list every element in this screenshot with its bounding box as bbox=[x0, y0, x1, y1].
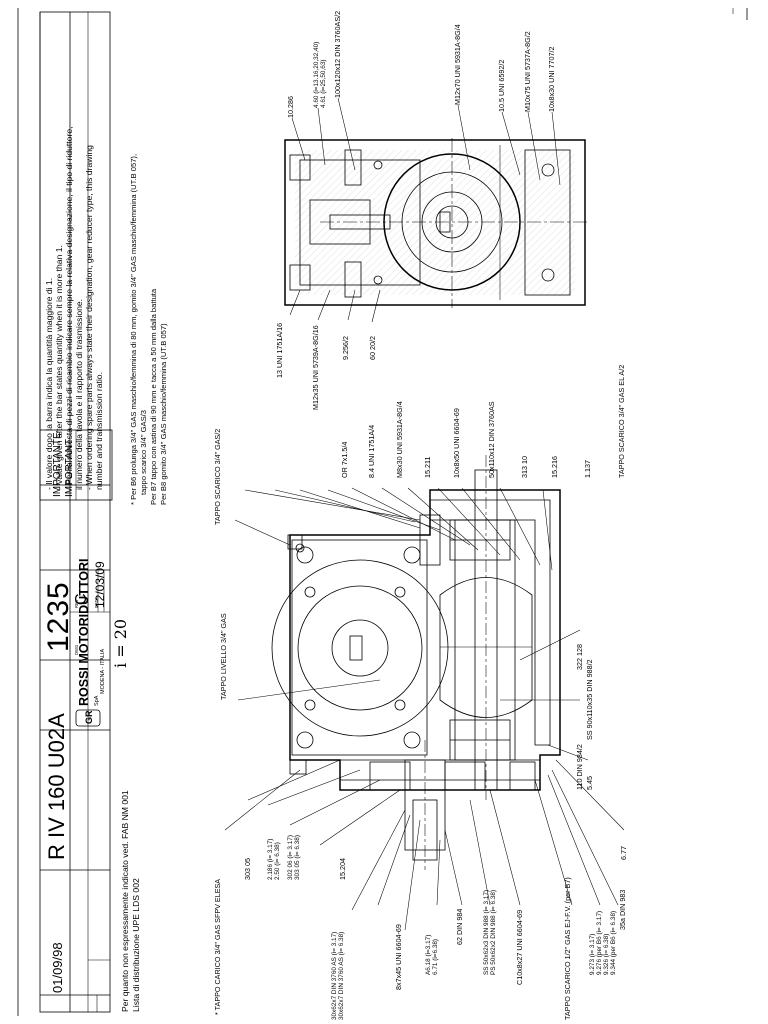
label-tappo-scarico-el: TAPPO SCARICO 3/4" GAS EL A/2 bbox=[617, 365, 626, 478]
label-tappo-livello: TAPPO LIVELLO 3/4" GAS bbox=[219, 613, 228, 700]
rev-field-label: REV bbox=[74, 599, 79, 608]
label-4-60: 4.60 (i=13.16,20,32,40) bbox=[313, 42, 320, 108]
variant-notes: * Per B6 prolunga 3/4" GAS maschio/femmi… bbox=[129, 154, 168, 505]
footer-notes: Per quanto non espressamente indicato ve… bbox=[120, 790, 141, 1012]
label-m8x30: M8x30 UNI 5931A-8G/4 bbox=[395, 401, 404, 478]
side-view-drawing bbox=[284, 138, 590, 308]
label-5-45: 5.45 bbox=[585, 776, 594, 790]
important-line-4: il numero della tavola e il rapporto di … bbox=[74, 299, 84, 490]
label-10x8x30: 10x8x30 UNI 7707/2 bbox=[547, 46, 556, 112]
label-50x110x12: 50x110x12 DIN 3760AS bbox=[487, 401, 496, 478]
label-oil-seal-100: 100x120x12 DIN 3760AS/2 bbox=[333, 11, 342, 98]
important-line-2: - Value given after the bar states quant… bbox=[54, 245, 64, 490]
revision-letter: C bbox=[73, 593, 90, 605]
brand-logo: GR bbox=[75, 709, 101, 727]
label-15-204: 15.204 bbox=[338, 858, 347, 880]
footer-note-1: Per quanto non espressamente indicato ve… bbox=[120, 790, 130, 1012]
label-303-05: 303 05 bbox=[243, 858, 252, 880]
dwg-field-label: DWG bbox=[74, 645, 79, 655]
label-2-186: 2.186 (i= 3.17) bbox=[267, 839, 274, 880]
date-left: 01/09/98 bbox=[50, 942, 65, 993]
label-313-10: 313 10 bbox=[520, 456, 529, 478]
main-section-top-labels: TAPPO SCARICO 3/4" GAS/2 OR 7x1.5/4 8.4 … bbox=[213, 365, 626, 700]
variant-note-2: tappo scarico 3/4" GAS/3 bbox=[139, 410, 148, 495]
label-10-5: 10.5 UNI 6592/2 bbox=[497, 60, 506, 112]
label-tappo-scarico-top: TAPPO SCARICO 3/4" GAS/2 bbox=[213, 429, 222, 525]
label-8-4-uni: 8.4 UNI 1751A/4 bbox=[367, 425, 376, 478]
important-line-5: - When ordering spare parts always state… bbox=[84, 145, 94, 490]
model-designation: R IV 160 U02A bbox=[44, 713, 69, 860]
label-10x8x50: 10x8x50 UNI 6604-69 bbox=[452, 408, 461, 478]
label-tappo-scarico-half: TAPPO SCARICO 1/2" GAS EJ-F.V. (per B7) bbox=[563, 877, 572, 1020]
title-block: 01/09/98 R IV 160 U02A 1235 C 12/03/09 D… bbox=[39, 11, 111, 1013]
side-view-labels: 10.286 4.60 (i=13.16,20,32,40) 4.61 (i=2… bbox=[275, 11, 556, 410]
label-ss-50x62x3: SS 50x62x3 DIN 988 (i= 3.17) bbox=[483, 890, 490, 975]
brand-company: SpA bbox=[94, 695, 100, 706]
label-13-uni: 13 UNI 1751A/16 bbox=[275, 323, 284, 378]
label-2-50: 2.50 (i= 6.38) bbox=[274, 842, 281, 880]
label-9-276: 9.276 (per B6 (i= 3.17) bbox=[596, 911, 603, 975]
important-heading-it: IMPORTANTE bbox=[52, 432, 63, 497]
main-section-bottom-labels: * TAPPO CARICO 3/4" GAS SFPV ELESA 303 0… bbox=[213, 644, 628, 1020]
variant-note-1: * Per B6 prolunga 3/4" GAS maschio/femmi… bbox=[129, 154, 138, 505]
date-field-label: DATA bbox=[94, 597, 99, 608]
handwritten-ratio: i = 20 bbox=[111, 619, 130, 668]
brand-city: MODENA - ITALIA bbox=[100, 649, 106, 694]
footer-note-2: Lista di distribuzione UPE LDS 002 bbox=[131, 878, 141, 1012]
drawing-frame bbox=[17, 8, 748, 1016]
label-60-20: 60 20/2 bbox=[368, 336, 377, 360]
label-6-77: 6.77 bbox=[619, 846, 628, 860]
label-15-216: 15.216 bbox=[550, 456, 559, 478]
label-303-05-b: 303 05 (i= 6.38) bbox=[294, 835, 301, 880]
label-tappo-carico: * TAPPO CARICO 3/4" GAS SFPV ELESA bbox=[213, 879, 222, 1015]
variant-note-3: Per B7 tappo con astina di 90 mm e tacca… bbox=[149, 288, 158, 505]
label-or-7x1-5: OR 7x1.5/4 bbox=[340, 442, 349, 478]
label-62-din-984: 62 DIN 984 bbox=[455, 909, 464, 945]
label-ps-50x62x2: PS 50x62x2 DIN 988 (i= 6.38) bbox=[490, 890, 497, 975]
main-section-drawing bbox=[271, 455, 561, 870]
label-ss-90x110x35: SS 90x110x35 DIN 988/2 bbox=[585, 659, 594, 740]
side-view-leaders bbox=[289, 97, 561, 323]
variant-note-4: Per B8 gomito 3/4" GAS maschio/femmina (… bbox=[159, 323, 168, 505]
important-notes: IMPORTANTE IMPORTANT - Il valore dopo la… bbox=[39, 12, 113, 501]
label-10-286: 10.286 bbox=[286, 96, 295, 118]
label-seal-30x62-a: 30x62x7 DIN 3760 AS (i= 3.17) bbox=[331, 932, 338, 1020]
label-9-273: 9.273 (i= 3.17) bbox=[589, 934, 596, 975]
label-35a-din-983: 35a DIN 983 bbox=[618, 890, 627, 930]
label-322-128: 322 128 bbox=[575, 644, 584, 670]
label-9-326: 9.326 (i= 6.38) bbox=[603, 934, 610, 975]
label-9-256: 9.256/2 bbox=[341, 336, 350, 360]
label-9-344: 9.344 (per B6 (i= 6.38) bbox=[610, 911, 617, 975]
label-8x7x45: 8x7x45 UNI 6604-69 bbox=[394, 924, 403, 990]
label-302-06: 302 06 (i= 3.17) bbox=[287, 835, 294, 880]
important-line-6: number and transmission ratio. bbox=[94, 372, 104, 490]
date-right: 12/03/09 bbox=[93, 561, 107, 608]
label-6-71: 6.71 (i=6.38) bbox=[432, 939, 439, 975]
important-heading-en: IMPORTANT bbox=[64, 439, 75, 497]
label-c10x8x27: C10x8x27 UNI 6604-69 bbox=[515, 910, 524, 985]
brand-name: ROSSI MOTORIDUTTORI bbox=[77, 559, 91, 706]
label-a6-18: A6.18 (i=3.17) bbox=[425, 935, 432, 975]
label-m12x35: M12x35 UNI 5739A-8G/16 bbox=[311, 325, 320, 410]
important-line-1: - Il valore dopo la barra indica la quan… bbox=[44, 278, 54, 490]
label-seal-30x62-b: 30x62x7 DIN 3760 AS (i= 6.38) bbox=[338, 932, 345, 1020]
drawing-number: 1235 bbox=[42, 581, 75, 652]
label-m10x75: M10x75 UNI 5737A-8G/2 bbox=[523, 31, 532, 112]
label-m12x70: M12x70 UNI 5931A-8G/4 bbox=[453, 24, 462, 105]
important-line-3: - Per la richiesta di pezzi di ricambio … bbox=[64, 127, 74, 491]
main-section-leaders bbox=[224, 487, 625, 931]
label-15-211: 15.211 bbox=[423, 457, 432, 478]
label-1-137: 1.137 bbox=[583, 460, 592, 478]
label-4-61: 4.61 (i=25,50,63) bbox=[320, 60, 327, 109]
label-110-din-984: 110 DIN 984/2 bbox=[575, 744, 584, 790]
brand-logo-text: GR bbox=[84, 710, 94, 724]
